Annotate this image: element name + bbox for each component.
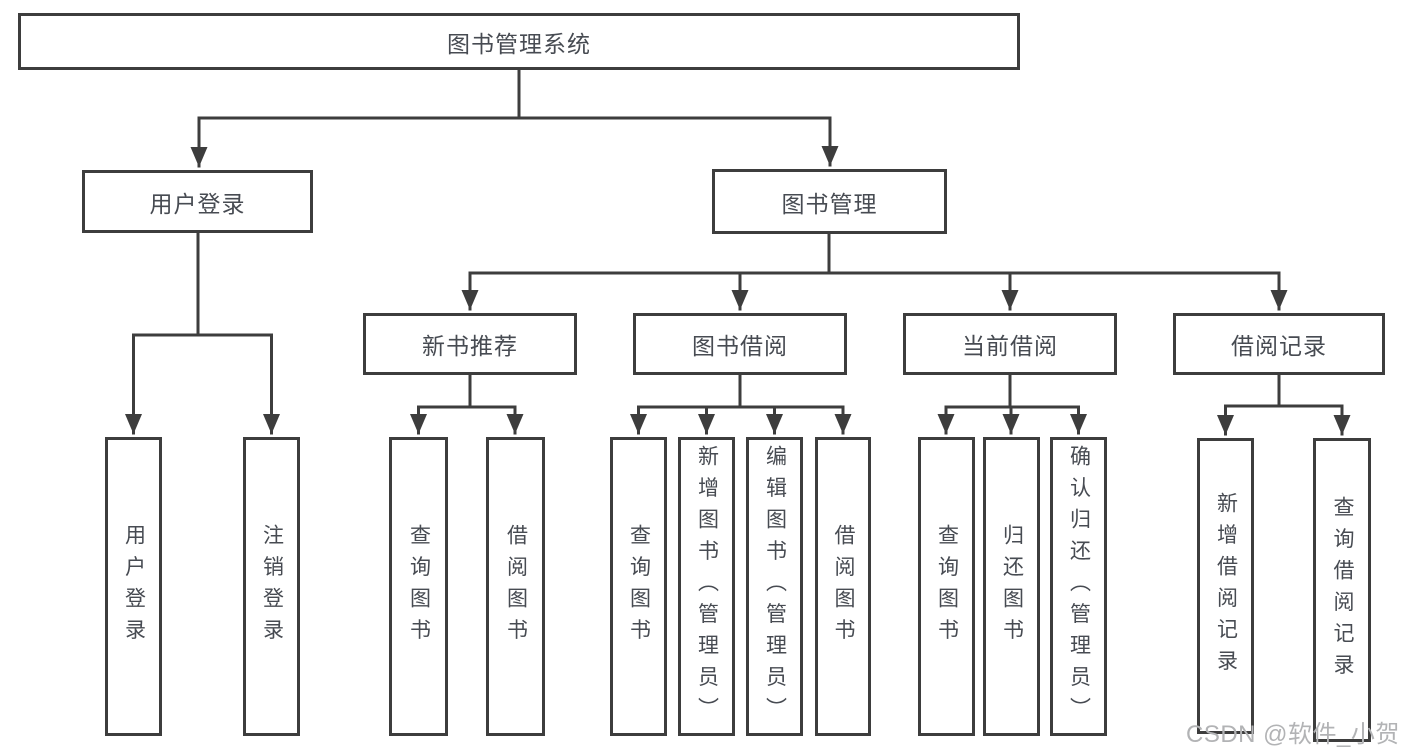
leaf-borrow-books: 借阅图书: [815, 437, 871, 736]
leaf-user-login: 用户登录: [105, 437, 162, 736]
connector-root-to-level2: [190, 68, 839, 168]
connector-book-borrow-children: [630, 373, 852, 435]
connector-user-login-children: [125, 231, 280, 435]
node-borrow-records: 借阅记录: [1173, 313, 1385, 375]
leaf-add-books-admin: 新增图书（管理员）: [678, 437, 735, 736]
leaf-query-borrow-record: 查询借阅记录: [1313, 438, 1371, 742]
leaf-query-books-borrow: 查询图书: [610, 437, 667, 736]
node-current-borrow: 当前借阅: [903, 313, 1117, 375]
csdn-watermark: CSDN @软件_小贺同学: [1186, 721, 1400, 747]
node-user-login: 用户登录: [82, 170, 313, 233]
node-book-management: 图书管理: [712, 169, 947, 234]
leaf-query-books-current: 查询图书: [918, 437, 975, 736]
connector-borrow-records-children: [1217, 373, 1351, 436]
leaf-confirm-return-admin: 确认归还（管理员）: [1050, 437, 1107, 736]
connector-book-management-children: [461, 232, 1288, 311]
node-book-borrow: 图书借阅: [633, 313, 847, 375]
leaf-borrow-books-recommend: 借阅图书: [486, 437, 545, 736]
leaf-logout-login: 注销登录: [243, 437, 300, 736]
connector-new-book-recommend-children: [410, 373, 524, 435]
connector-current-borrow-children: [937, 373, 1087, 435]
leaf-return-books: 归还图书: [983, 437, 1040, 736]
leaf-query-books-recommend: 查询图书: [389, 437, 448, 736]
leaf-edit-books-admin: 编辑图书（管理员）: [746, 437, 803, 736]
node-new-book-recommend: 新书推荐: [363, 313, 577, 375]
leaf-add-borrow-record: 新增借阅记录: [1197, 438, 1254, 734]
node-root-system: 图书管理系统: [18, 13, 1020, 70]
